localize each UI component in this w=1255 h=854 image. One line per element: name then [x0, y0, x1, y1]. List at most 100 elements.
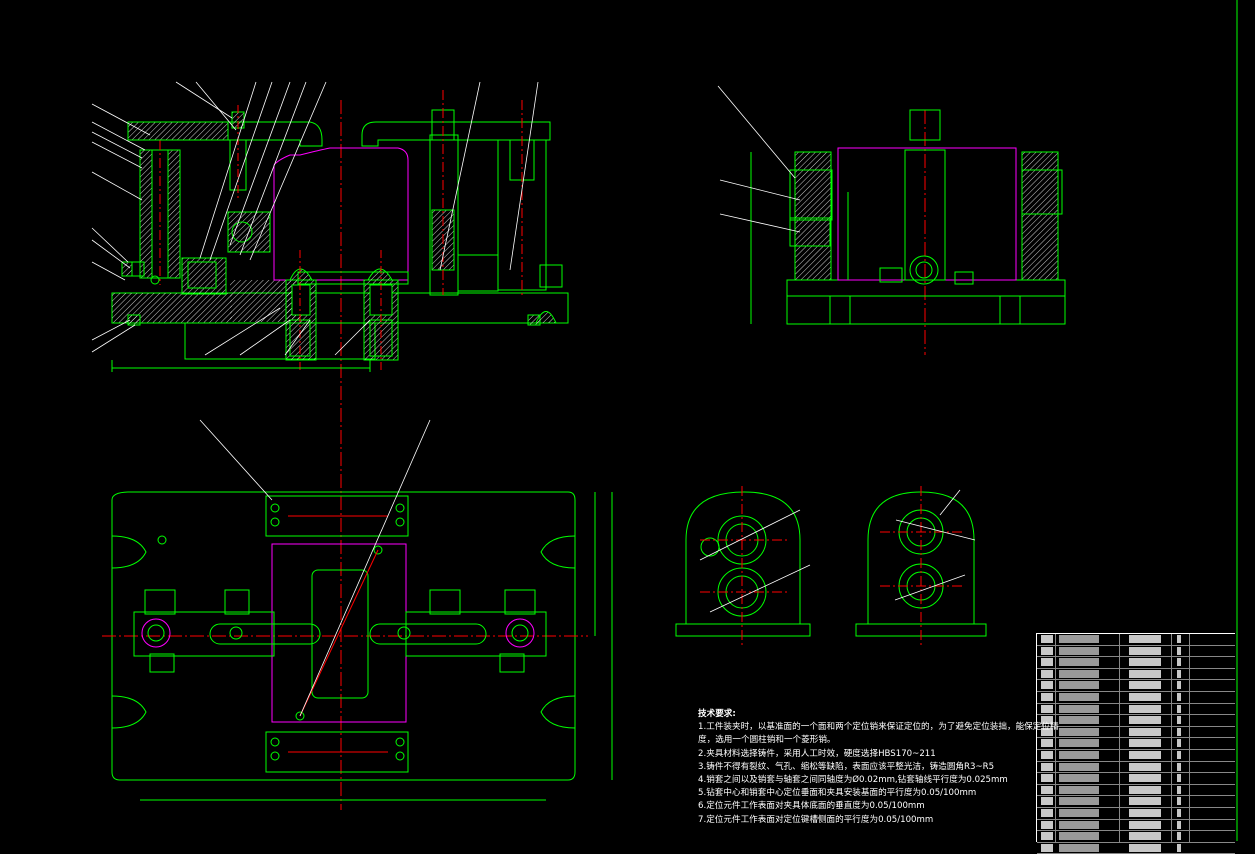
bom-cell — [1129, 646, 1161, 655]
note-line: 3.铸件不得有裂纹、气孔、缩松等缺陷，表面应该平整光洁，铸造圆角R3~R5 — [698, 761, 995, 772]
bom-cell — [1041, 820, 1053, 829]
bom-cell — [1041, 658, 1053, 667]
top-clamp-arm — [127, 121, 323, 147]
bom-cell — [1041, 785, 1053, 794]
bom-cell — [1177, 774, 1181, 783]
bom-cell — [1041, 739, 1053, 748]
bom-cell — [1177, 797, 1181, 806]
bom-row — [1037, 773, 1235, 785]
bom-cell — [1041, 750, 1053, 759]
bom-cell — [1177, 739, 1181, 748]
side-view — [717, 85, 1066, 355]
note-line: 7.定位元件工作表面对定位键槽侧面的平行度为0.05/100mm — [698, 814, 934, 825]
bom-cell — [1041, 762, 1053, 771]
bom-cell — [1129, 762, 1161, 771]
note-line: 4.销套之间以及销套与轴套之间同轴度为Ø0.02mm,钻套轴线平行度为0.025… — [698, 775, 1008, 786]
side-base — [786, 279, 1066, 325]
bom-cell — [1177, 727, 1181, 736]
bom-cell — [1041, 843, 1053, 852]
bom-cell — [1059, 785, 1099, 794]
bom-row — [1037, 738, 1235, 750]
bom-cell — [1129, 739, 1161, 748]
bom-cell — [1041, 808, 1053, 817]
technical-requirements-notes: 技术要求: 1.工件装夹时，以基准面的一个面和两个定位销来保证定位的，为了避免定… — [698, 708, 1059, 827]
notes-title: 技术要求: — [698, 709, 736, 719]
bom-cell — [1177, 669, 1181, 678]
bom-cell — [1177, 843, 1181, 852]
bom-cell — [1129, 785, 1161, 794]
bom-row — [1037, 808, 1235, 820]
bom-cell — [1129, 820, 1161, 829]
bom-cell — [1059, 716, 1099, 725]
bom-cell — [1041, 646, 1053, 655]
bill-of-materials-table — [1036, 633, 1235, 854]
bom-cell — [1129, 704, 1161, 713]
bom-cell — [1041, 716, 1053, 725]
bom-row — [1037, 843, 1235, 854]
bom-cell — [1059, 635, 1099, 643]
note-line: 5.钻套中心和销套中心定位垂面和夹具安装基面的平行度为0.05/100mm — [698, 788, 977, 799]
bom-cell — [1059, 669, 1099, 678]
bom-cell — [1177, 762, 1181, 771]
bom-row — [1037, 680, 1235, 692]
bom-cell — [1059, 646, 1099, 655]
bom-cell — [1129, 727, 1161, 736]
bom-cell — [1177, 646, 1181, 655]
bom-cell — [1177, 808, 1181, 817]
bom-cell — [1177, 716, 1181, 725]
bom-row — [1037, 727, 1235, 739]
bom-row — [1037, 692, 1235, 704]
bom-cell — [1129, 808, 1161, 817]
bom-cell — [1041, 669, 1053, 678]
bom-cell — [1059, 762, 1099, 771]
bom-cell — [1059, 692, 1099, 701]
bom-row — [1037, 634, 1235, 646]
bom-cell — [1059, 727, 1099, 736]
bom-cell — [1177, 692, 1181, 701]
bom-cell — [1059, 704, 1099, 713]
bom-cell — [1177, 820, 1181, 829]
note-line: 度，选用一个圆柱销和一个菱形销。 — [698, 735, 836, 746]
bom-row — [1037, 669, 1235, 681]
bom-row — [1037, 785, 1235, 797]
bom-cell — [1059, 808, 1099, 817]
note-line: 6.定位元件工作表面对夹具体底面的垂直度为0.05/100mm — [698, 801, 925, 812]
bom-cell — [1129, 797, 1161, 806]
bom-cell — [1041, 832, 1053, 841]
bom-row — [1037, 762, 1235, 774]
bom-cell — [1059, 681, 1099, 690]
bom-cell — [1129, 843, 1161, 852]
bom-cell — [1129, 635, 1161, 643]
bom-cell — [1129, 681, 1161, 690]
bom-cell — [1059, 820, 1099, 829]
bom-cell — [1129, 774, 1161, 783]
bom-cell — [1177, 704, 1181, 713]
bom-cell — [1041, 681, 1053, 690]
bom-cell — [1059, 843, 1099, 852]
bom-cell — [1129, 658, 1161, 667]
section-view-a — [675, 486, 811, 645]
bom-cell — [1129, 716, 1161, 725]
bom-cell — [1177, 681, 1181, 690]
bom-row — [1037, 820, 1235, 832]
bom-cell — [1059, 658, 1099, 667]
bom-cell — [1129, 832, 1161, 841]
top-view-base-outline — [111, 491, 576, 781]
bom-cell — [1177, 785, 1181, 794]
bom-cell — [1129, 692, 1161, 701]
bom-cell — [1177, 832, 1181, 841]
bom-cell — [1059, 774, 1099, 783]
bom-cell — [1041, 692, 1053, 701]
bom-cell — [1059, 739, 1099, 748]
bom-cell — [1041, 727, 1053, 736]
bom-row — [1037, 750, 1235, 762]
note-line: 1.工件装夹时，以基准面的一个面和两个定位销来保证定位的，为了避免定位装拙，能保… — [698, 722, 1059, 733]
bom-cell — [1059, 750, 1099, 759]
bom-row — [1037, 704, 1235, 716]
bom-row — [1037, 796, 1235, 808]
bom-cell — [1059, 797, 1099, 806]
note-line: 2.夹具材料选择铸件，采用人工时效，硬度选择HBS170~211 — [698, 748, 936, 759]
front-section-view — [91, 81, 569, 810]
bom-cell — [1129, 750, 1161, 759]
